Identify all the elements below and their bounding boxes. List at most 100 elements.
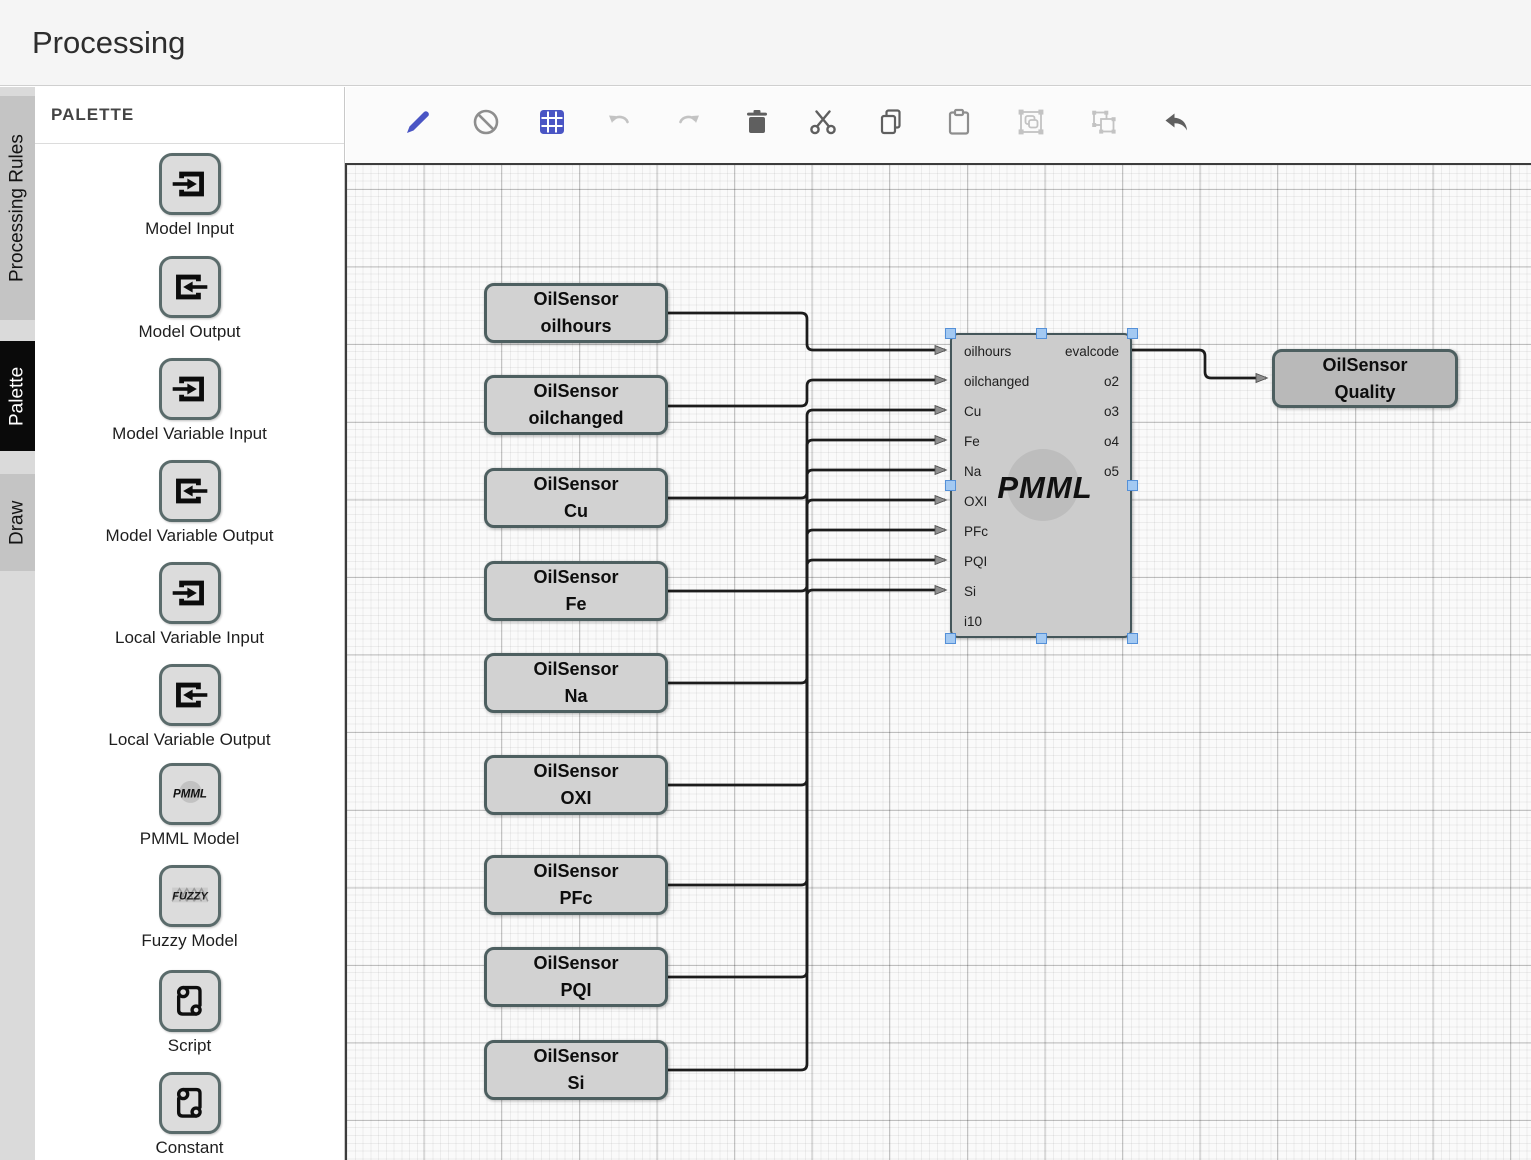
- cut-button[interactable]: [807, 108, 839, 140]
- output-port-o5[interactable]: o5: [1103, 464, 1119, 479]
- palette-item-label: Model Input: [145, 219, 234, 238]
- copy-icon: [876, 107, 906, 142]
- trash-icon: [742, 107, 772, 142]
- side-tab-palette[interactable]: Palette: [0, 341, 35, 451]
- side-tab-draw[interactable]: Draw: [0, 474, 35, 571]
- draw-button[interactable]: [402, 108, 434, 140]
- node-subtitle: PQI: [560, 980, 592, 1000]
- node-subtitle: Na: [564, 686, 588, 706]
- palette-item-label: Model Variable Input: [112, 424, 267, 443]
- side-tab-processing-rules[interactable]: Processing Rules: [0, 96, 35, 320]
- palette-item-model-variable-input[interactable]: Model Variable Input: [35, 358, 344, 444]
- page-header: Processing: [0, 0, 1531, 86]
- palette-item-label: PMML Model: [139, 829, 240, 848]
- node-title: OilSensor: [533, 474, 619, 494]
- palette-item-label: Fuzzy Model: [141, 931, 238, 950]
- block-icon: [471, 107, 501, 142]
- reply-arrow-icon: [1161, 107, 1191, 142]
- palette-item-model-output[interactable]: Model Output: [35, 256, 344, 342]
- palette-item-label: Script: [167, 1036, 212, 1055]
- delete-button[interactable]: [741, 108, 773, 140]
- selection-handle[interactable]: [944, 632, 956, 644]
- palette-item-script[interactable]: Script: [35, 970, 344, 1056]
- input-port-pqi[interactable]: PQI: [964, 554, 988, 569]
- node-oilsensor-oilhours[interactable]: OilSensor oilhours: [484, 283, 668, 343]
- connection[interactable]: [668, 380, 945, 408]
- input-port-si[interactable]: Si: [964, 584, 977, 599]
- node-subtitle: Si: [567, 1073, 585, 1093]
- output-port-o4[interactable]: o4: [1103, 434, 1119, 449]
- connection[interactable]: [668, 590, 945, 1072]
- output-arrow-icon: [158, 256, 221, 318]
- connection[interactable]: [668, 311, 945, 350]
- redo-icon: [673, 107, 703, 142]
- pmml-node-label: PMML: [997, 470, 1093, 505]
- node-title: OilSensor: [533, 861, 619, 881]
- ungroup-icon: [1089, 107, 1119, 142]
- palette-item-label: Model Output: [138, 322, 241, 341]
- palette-item-model-input[interactable]: Model Input: [35, 153, 344, 239]
- node-subtitle: Cu: [564, 501, 588, 521]
- input-port-fe[interactable]: Fe: [964, 434, 980, 449]
- undo-button[interactable]: [604, 108, 636, 140]
- ungroup-button[interactable]: [1088, 108, 1120, 140]
- node-title: OilSensor: [1322, 354, 1408, 375]
- connection[interactable]: [1132, 348, 1266, 378]
- node-title: OilSensor: [533, 381, 619, 401]
- block-button[interactable]: [470, 108, 502, 140]
- input-port-na[interactable]: Na: [964, 464, 982, 479]
- palette-item-constant[interactable]: Constant: [35, 1072, 344, 1158]
- input-arrow-icon: [158, 358, 221, 420]
- copy-button[interactable]: [875, 108, 907, 140]
- output-arrow-icon: [158, 460, 221, 522]
- grid-button[interactable]: [536, 108, 568, 140]
- palette-item-model-variable-output[interactable]: Model Variable Output: [35, 460, 344, 546]
- palette-item-label: Local Variable Output: [108, 730, 271, 749]
- selection-handle[interactable]: [1126, 480, 1138, 491]
- revert-button[interactable]: [1160, 108, 1192, 140]
- svg-text:PMML: PMML: [173, 789, 207, 801]
- palette-item-local-variable-output[interactable]: Local Variable Output: [35, 664, 344, 750]
- redo-button[interactable]: [672, 108, 704, 140]
- clipboard-icon: [944, 107, 974, 142]
- input-port-oxi[interactable]: OXI: [964, 494, 988, 509]
- input-port-oilchanged[interactable]: oilchanged: [964, 374, 1030, 389]
- selection-handle[interactable]: [944, 480, 956, 491]
- paste-button[interactable]: [943, 108, 975, 140]
- input-port-cu[interactable]: Cu: [964, 404, 982, 419]
- palette-item-local-variable-input[interactable]: Local Variable Input: [35, 562, 344, 648]
- selection-handle[interactable]: [1035, 327, 1047, 339]
- group-button[interactable]: [1015, 108, 1047, 140]
- palette-title: PALETTE: [35, 87, 344, 144]
- output-port-o3[interactable]: o3: [1103, 404, 1119, 419]
- node-oilsensor-oilchanged[interactable]: OilSensor oilchanged: [484, 375, 668, 435]
- input-port-oilhours[interactable]: oilhours: [964, 344, 1012, 359]
- node-title: OilSensor: [533, 567, 619, 587]
- selection-handle[interactable]: [1126, 327, 1138, 339]
- node-title: OilSensor: [533, 761, 619, 781]
- page-title: Processing: [32, 24, 186, 60]
- selection-handle[interactable]: [1126, 632, 1138, 644]
- selection-handle[interactable]: [944, 327, 956, 339]
- output-port-o2[interactable]: o2: [1103, 374, 1119, 389]
- node-title: OilSensor: [533, 289, 619, 309]
- node-subtitle: oilhours: [540, 316, 612, 336]
- output-port-evalcode[interactable]: evalcode: [1064, 344, 1119, 359]
- input-port-pfc[interactable]: PFc: [964, 524, 989, 539]
- selection-handle[interactable]: [1035, 632, 1047, 644]
- palette-item-pmml-model[interactable]: PMML PMML Model: [35, 763, 344, 849]
- input-port-i10[interactable]: i10: [964, 614, 983, 629]
- node-subtitle: oilchanged: [528, 408, 624, 428]
